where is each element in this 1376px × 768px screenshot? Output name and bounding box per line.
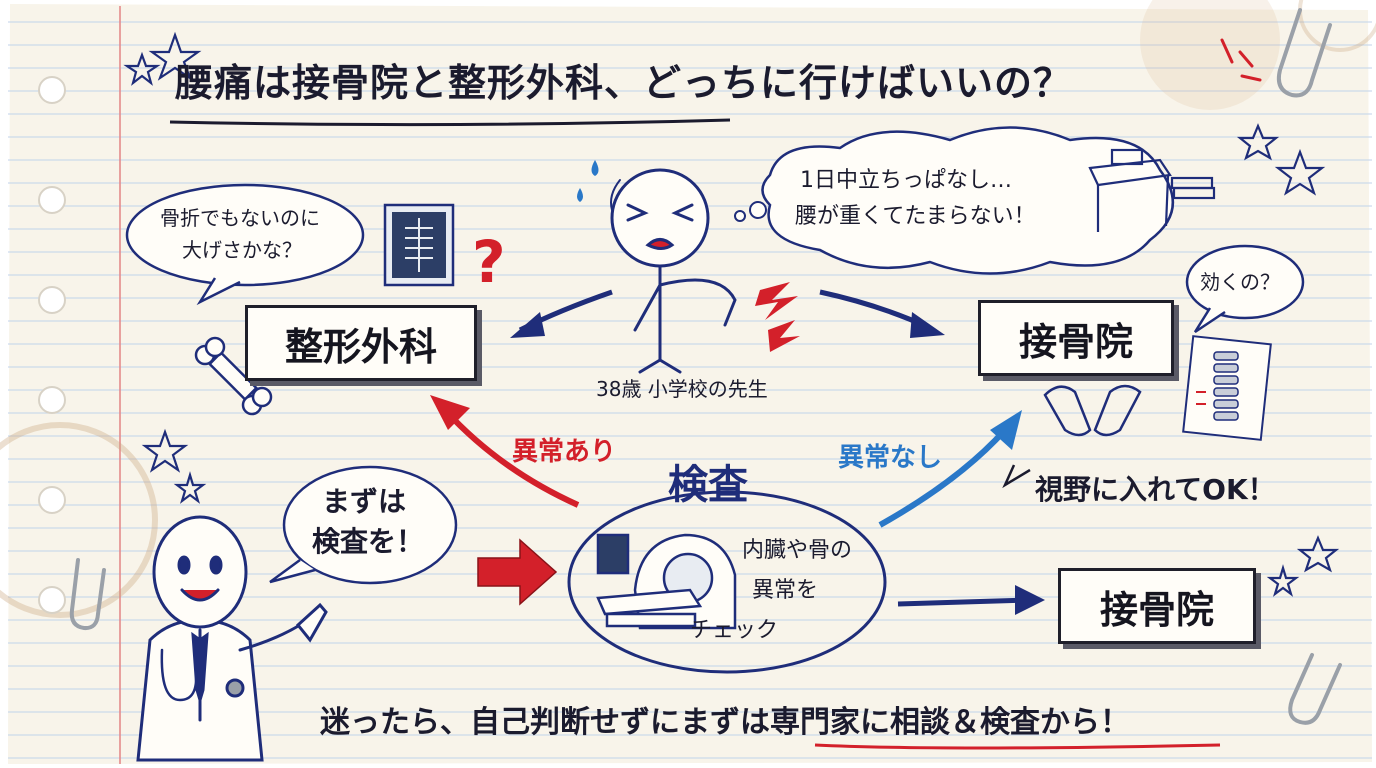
sweat-drops bbox=[577, 160, 599, 202]
xray-icon bbox=[383, 203, 455, 287]
mri-machine-icon bbox=[596, 533, 737, 630]
pain-lightning-icon bbox=[755, 282, 800, 352]
normal-label: 異常なし bbox=[838, 443, 943, 473]
red-block-arrow bbox=[477, 538, 558, 606]
patient-thought-line2: 腰が重くてたまらない！ bbox=[795, 204, 1036, 229]
desk-icon bbox=[1088, 148, 1216, 232]
spine-chart-icon bbox=[1182, 335, 1272, 441]
coffee-stain-top bbox=[1140, 0, 1280, 110]
small-arrow-icon bbox=[1002, 464, 1031, 489]
orthopedics-bubble-line1: 骨折でもないのに bbox=[160, 206, 320, 230]
bonesetter-speech-bubble bbox=[1185, 244, 1305, 320]
orthopedics-bubble-line2: 大げさかな？ bbox=[182, 238, 302, 262]
exam-circle bbox=[567, 490, 887, 674]
consider-label: 視野に入れてOK！ bbox=[1035, 473, 1276, 506]
orthopedics-speech-bubble bbox=[125, 183, 365, 287]
patient-thought-line1: 1日中立ちっぱなし… bbox=[800, 168, 1012, 193]
exam-desc-line2: 異常を bbox=[752, 578, 819, 603]
orthopedics-box: 整形外科 bbox=[245, 305, 477, 381]
exam-title: 検査 bbox=[668, 462, 748, 508]
binder-holes bbox=[38, 76, 66, 614]
footer-message: 迷ったら、自己判断せずにまずは専門家に相談＆検査から！ bbox=[320, 705, 1130, 740]
hands-icon bbox=[1043, 384, 1142, 437]
exam-desc-line3: チェック bbox=[690, 618, 779, 643]
thought-cloud bbox=[761, 126, 1175, 275]
star-doodle-icon bbox=[123, 31, 1340, 597]
arrow-abnormal bbox=[442, 407, 580, 508]
arrow-normal bbox=[878, 427, 1008, 528]
page-title: 腰痛は接骨院と整形外科、どっちに行けばいいの？ bbox=[175, 61, 1073, 105]
patient-caption: 38歳 小学校の先生 bbox=[596, 377, 768, 401]
footer-underline bbox=[814, 743, 1221, 750]
paper-clip-icon bbox=[69, 8, 1342, 725]
bonesetter-box-top: 接骨院 bbox=[978, 300, 1174, 376]
doctor-bubble-line1: まずは bbox=[322, 485, 407, 518]
question-mark-icon: ? bbox=[472, 228, 506, 296]
bone-icon bbox=[194, 336, 273, 416]
exam-desc-line1: 内臓や骨の bbox=[742, 538, 853, 563]
title-underline bbox=[169, 118, 731, 127]
emphasis-marks bbox=[1220, 38, 1262, 82]
doctor-figure bbox=[136, 515, 328, 762]
bonesetter-box-bottom: 接骨院 bbox=[1058, 568, 1256, 644]
doctor-speech-bubble bbox=[282, 465, 458, 585]
patient-figure bbox=[610, 168, 737, 374]
abnormal-label: 異常あり bbox=[512, 437, 617, 467]
doctor-bubble-line2: 検査を！ bbox=[312, 525, 425, 558]
coffee-stain-left bbox=[0, 422, 158, 618]
bonesetter-bubble: 効くの？ bbox=[1200, 270, 1280, 294]
